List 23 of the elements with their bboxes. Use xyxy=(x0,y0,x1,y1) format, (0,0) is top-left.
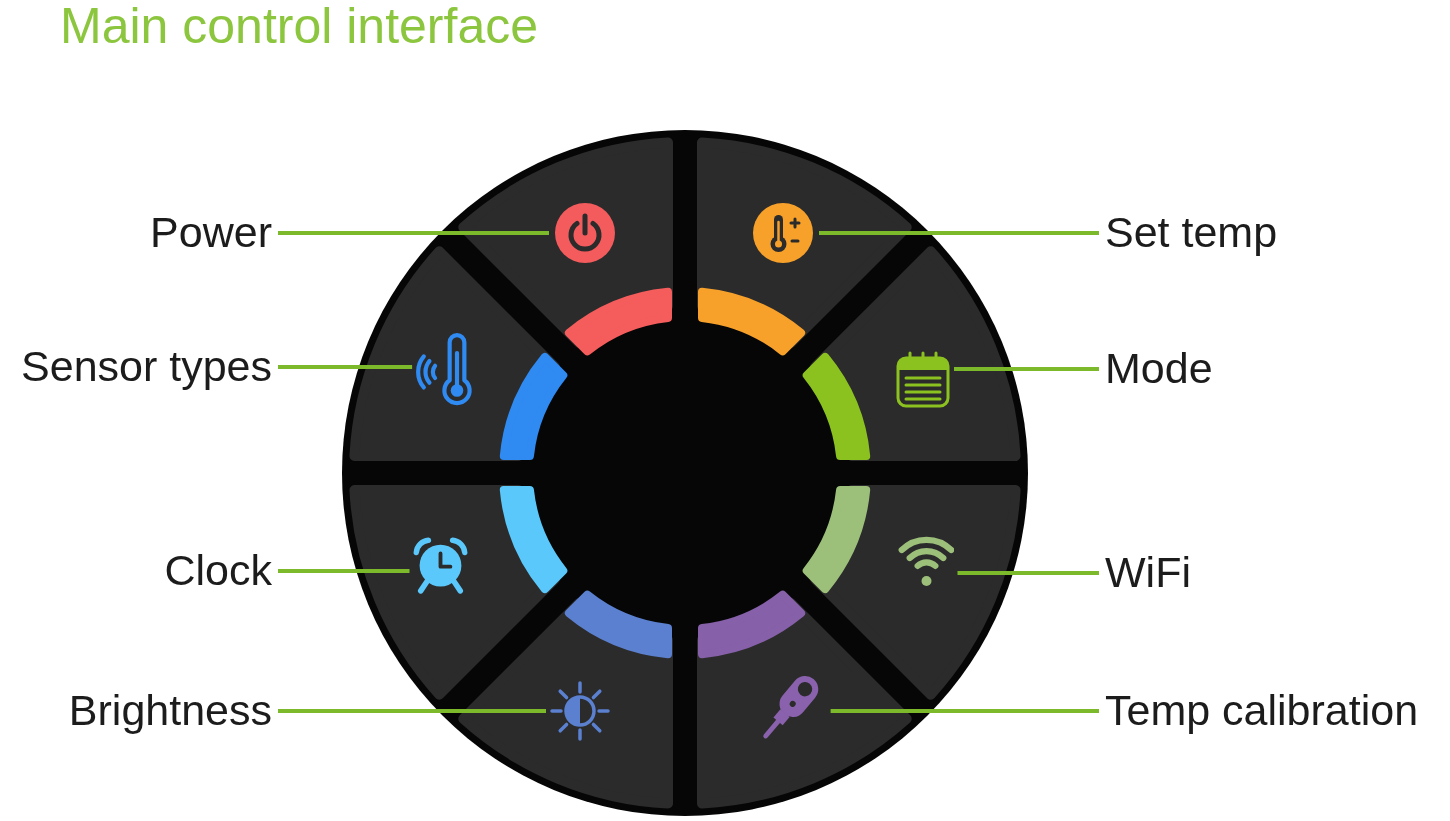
leader-line xyxy=(278,709,546,713)
leader-line xyxy=(278,569,410,573)
alarm-clock-icon xyxy=(412,537,468,595)
function-label: Clock xyxy=(164,546,272,596)
brightness-icon xyxy=(549,680,611,742)
leader-line xyxy=(819,231,1099,235)
function-label: WiFi xyxy=(1105,548,1191,598)
function-label: Temp calibration xyxy=(1105,686,1419,736)
thermometer-icon xyxy=(750,200,816,266)
calendar-icon xyxy=(895,349,951,409)
function-label: Mode xyxy=(1105,344,1213,394)
title: Main control interface xyxy=(60,0,538,56)
power-icon xyxy=(552,200,618,266)
leader-line xyxy=(957,571,1099,575)
function-label: Sensor types xyxy=(21,342,272,392)
leader-line xyxy=(830,709,1099,713)
wireless-thermometer-icon xyxy=(415,331,473,407)
leader-line xyxy=(278,365,413,369)
leader-line xyxy=(278,231,549,235)
function-label: Set temp xyxy=(1105,208,1278,258)
leader-line xyxy=(954,367,1099,371)
function-label: Brightness xyxy=(68,686,272,736)
function-label: Power xyxy=(150,208,272,258)
